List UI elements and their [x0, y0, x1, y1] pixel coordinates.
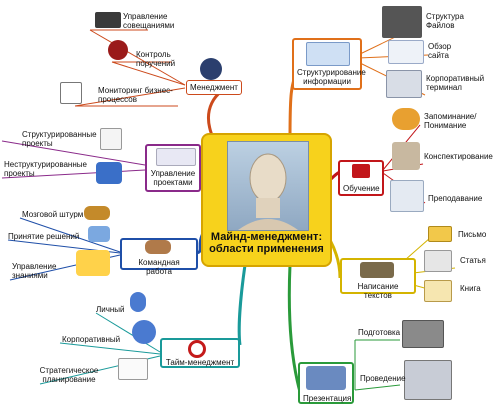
tangle-icon	[96, 162, 122, 184]
leaf-delivery[interactable]: Проведение	[360, 374, 406, 383]
branch-label: Менеджмент	[190, 83, 238, 92]
branch-label: Командная работа	[138, 258, 180, 276]
presenting-photo-icon	[404, 360, 452, 400]
leaf-book[interactable]: Книга	[460, 284, 481, 293]
person-icon	[130, 292, 146, 312]
head-bust-image	[227, 141, 309, 231]
website-icon	[388, 40, 424, 64]
preparation-photo-icon	[402, 320, 444, 348]
leaf-teaching[interactable]: Преподавание	[428, 194, 483, 203]
leaf-note-taking[interactable]: Конспектирование	[424, 152, 493, 161]
brain-icon	[392, 108, 420, 130]
branch-label: Управление проектами	[150, 169, 196, 187]
businessman-icon	[200, 58, 222, 80]
central-topic-title: Майнд-менеджмент: области применения	[209, 231, 324, 255]
leaf-strategic-planning[interactable]: Стратегическое планирование	[39, 366, 99, 384]
envelope-icon	[428, 226, 452, 242]
leaf-structured-projects[interactable]: Структурированные проекты	[22, 130, 97, 148]
leaf-meetings[interactable]: Управление совещаниями	[123, 12, 175, 30]
leaf-letter[interactable]: Письмо	[458, 230, 487, 239]
flowchart-icon	[60, 82, 82, 104]
branch-label: Написание текстов	[357, 282, 399, 300]
branch-label: Структурирование информации	[297, 68, 366, 86]
network-terminal-icon	[386, 70, 422, 98]
leaf-corporate-terminal[interactable]: Корпоративный терминал	[426, 74, 485, 92]
leaf-process-monitoring[interactable]: Мониторинг бизнес-процессов	[98, 86, 173, 104]
leaf-article[interactable]: Статья	[460, 256, 486, 265]
org-chart-icon	[306, 42, 350, 66]
pen-icon	[360, 262, 394, 278]
teaching-icon	[390, 180, 424, 212]
decision-icon	[88, 226, 110, 242]
leaf-decision-making[interactable]: Принятие решений	[8, 232, 80, 241]
leaf-site-overview[interactable]: Обзор сайта	[428, 42, 452, 60]
leaf-personal[interactable]: Личный	[96, 305, 125, 314]
note-taking-icon	[392, 142, 420, 170]
leaf-knowledge-management[interactable]: Управление знаниями	[12, 262, 57, 280]
branch-team-work[interactable]: Командная работа	[120, 238, 198, 276]
leaf-preparation[interactable]: Подготовка	[358, 328, 401, 337]
branch-label: Тайм-менеджмент	[165, 358, 235, 367]
knowledge-flow-icon	[76, 250, 110, 276]
leaf-unstructured-projects[interactable]: Неструктурированные проекты	[4, 160, 87, 178]
team-icon	[132, 320, 156, 344]
central-topic[interactable]: Майнд-менеджмент: области применения	[201, 133, 332, 267]
file-structure-icon	[382, 6, 422, 38]
growth-chart-icon	[118, 358, 148, 380]
people-meeting-icon	[95, 12, 121, 28]
leaf-memorization[interactable]: Запоминание/ Понимание	[424, 112, 477, 130]
leaf-brainstorm[interactable]: Мозговой штурм	[22, 210, 84, 219]
brainstorm-people-icon	[84, 206, 110, 220]
branch-label: Презентация	[303, 394, 352, 403]
leaf-corporate[interactable]: Корпоративный	[62, 335, 121, 344]
graduation-cap-icon	[352, 164, 370, 178]
handshake-icon	[145, 240, 171, 254]
leaf-file-structure[interactable]: Структура Файлов	[426, 12, 464, 30]
book-icon	[424, 280, 452, 302]
branch-management[interactable]: Менеджмент	[186, 80, 242, 95]
newspaper-icon	[424, 250, 452, 272]
branch-label: Обучение	[343, 184, 380, 193]
chess-icon	[108, 40, 128, 60]
presentation-audience-icon	[306, 366, 346, 390]
project-chart-icon	[156, 148, 196, 166]
leaf-assignment-control[interactable]: Контроль поручений	[136, 50, 176, 68]
target-clock-icon	[188, 340, 206, 358]
branch-projects[interactable]: Управление проектами	[145, 144, 201, 192]
pen-document-icon	[100, 128, 122, 150]
